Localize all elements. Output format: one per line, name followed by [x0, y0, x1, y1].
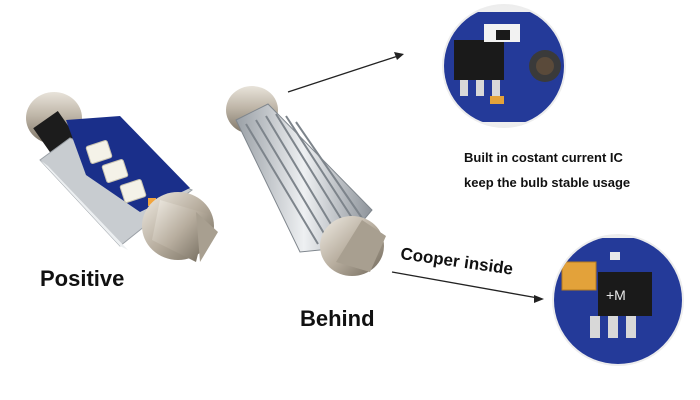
capacitor [561, 261, 597, 291]
label-behind: Behind [300, 306, 375, 331]
arrow-to-ic [287, 52, 404, 93]
arrow-to-capacitor [391, 271, 544, 303]
svg-text:+M: +M [606, 287, 626, 303]
bulb-front [26, 92, 218, 262]
label-ic-line2: keep the bulb stable usage [464, 175, 631, 190]
label-ic-line1: Built in costant current IC [464, 150, 623, 165]
bulb-back [226, 86, 386, 276]
capacitor-closeup: +M [552, 234, 684, 366]
bulb-front-pcb [66, 116, 190, 212]
ic-closeup [442, 4, 566, 128]
bulb-front-leds [85, 140, 156, 206]
power-chip [598, 272, 652, 316]
ic-chip [454, 40, 504, 80]
label-positive: Positive [40, 266, 125, 291]
